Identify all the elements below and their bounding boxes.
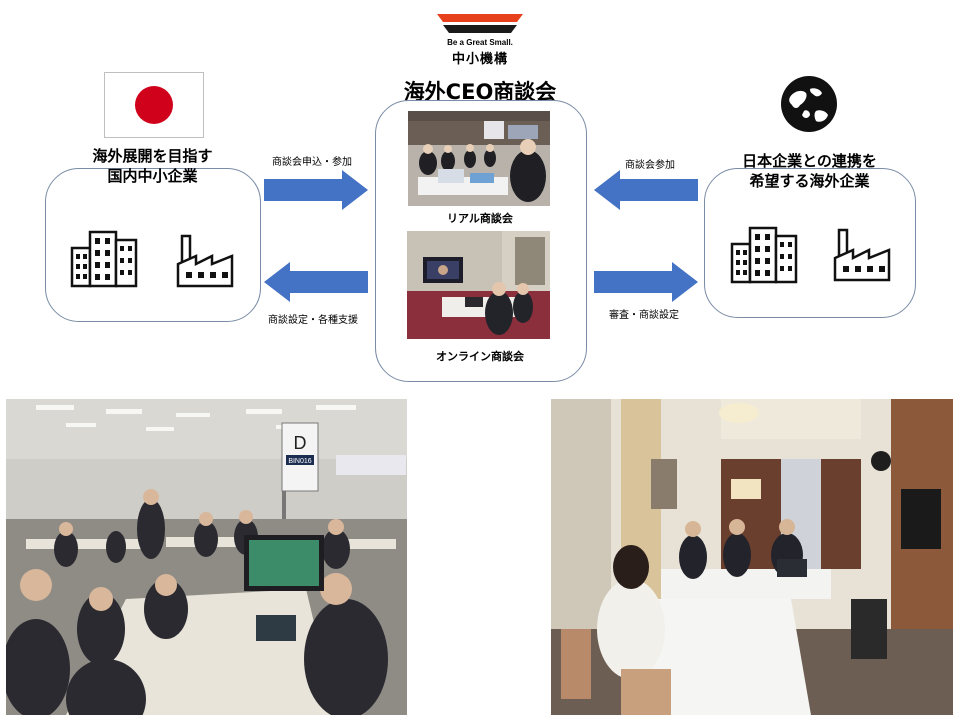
logo-name: 中小機構: [451, 52, 508, 67]
left-domestic-sme-box: [45, 168, 261, 322]
online-meeting-photo: [407, 231, 550, 339]
arrow-left-icon: [264, 262, 368, 302]
japan-flag-icon: [104, 72, 204, 138]
real-meeting-photo: [408, 111, 550, 206]
arrow-right-icon: [594, 262, 698, 302]
left-box-title-line1: 海外展開を目指す: [92, 147, 213, 165]
arrow-left-icon: [594, 170, 698, 210]
left-box-title-line2: 国内中小企業: [107, 167, 198, 185]
office-building-icon: [70, 230, 138, 288]
booth-code: BIN016: [288, 458, 311, 465]
logo-tagline: Be a Great Small.: [447, 38, 513, 47]
hotel-room-meeting-photo: [551, 399, 953, 715]
right-box-title-line1: 日本企業との連携を: [742, 152, 877, 170]
arrow-left-bottom-label: 商談設定・各種支援: [268, 315, 358, 326]
arrow-right-top-label: 商談会参加: [625, 160, 675, 171]
arrow-right-bottom-label: 審査・商談設定: [609, 310, 679, 321]
globe-icon: [781, 76, 837, 132]
jsbri-logo: Be a Great Small. 中小機構: [437, 12, 523, 67]
arrow-left-top-label: 商談会申込・参加: [272, 157, 352, 168]
office-building-icon: [730, 226, 798, 284]
factory-icon: [833, 228, 891, 282]
online-meeting-caption: オンライン商談会: [436, 350, 524, 363]
booth-letter: D: [294, 433, 307, 453]
arrow-right-icon: [264, 170, 368, 210]
right-box-title-line2: 希望する海外企業: [749, 172, 870, 190]
conference-hall-photo: D BIN016: [6, 399, 407, 715]
factory-icon: [176, 234, 234, 288]
logo-mark-icon: [437, 14, 523, 33]
real-meeting-caption: リアル商談会: [447, 212, 513, 225]
